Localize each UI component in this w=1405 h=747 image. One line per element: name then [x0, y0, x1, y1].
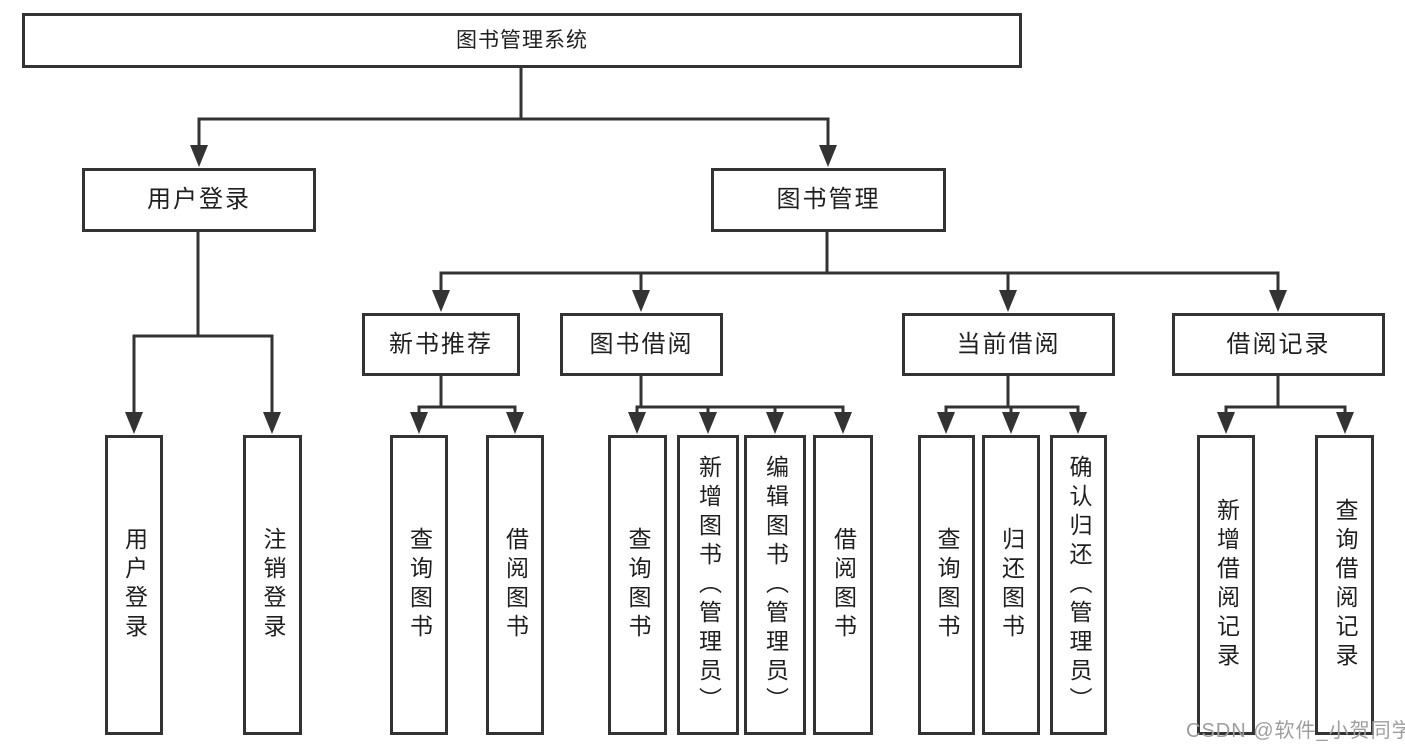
- node-label: 新书推荐: [389, 330, 493, 358]
- node-label: 注销登录: [260, 527, 286, 643]
- node-label: 确认归还（管理员）: [1066, 454, 1092, 716]
- node-label: 归还图书: [998, 527, 1025, 643]
- leaf-add-borrow-record: 新增借阅记录: [1197, 435, 1255, 735]
- leaf-borrow-books-borrowing: 借阅图书: [813, 435, 873, 735]
- arrowheads: [125, 145, 1354, 434]
- leaf-logout: 注销登录: [243, 435, 302, 735]
- node-label: 用户登录: [121, 527, 148, 643]
- node-user-login: 用户登录: [82, 168, 316, 232]
- node-label: 图书借阅: [589, 330, 694, 358]
- node-new-book-recommendation: 新书推荐: [362, 313, 520, 376]
- node-label: 图书管理系统: [456, 29, 588, 52]
- node-book-borrowing: 图书借阅: [560, 313, 723, 376]
- leaf-query-borrow-record: 查询借阅记录: [1315, 435, 1374, 735]
- node-label: 图书管理: [776, 186, 881, 213]
- node-label: 查询图书: [406, 527, 433, 643]
- node-library-management-system: 图书管理系统: [22, 13, 1022, 68]
- node-label: 新增图书（管理员）: [695, 454, 722, 716]
- node-label: 当前借阅: [956, 330, 1061, 358]
- node-current-borrowing: 当前借阅: [902, 313, 1115, 376]
- leaf-query-books-borrowing: 查询图书: [608, 435, 667, 735]
- node-borrowing-records: 借阅记录: [1172, 313, 1385, 376]
- leaf-add-book-admin: 新增图书（管理员）: [677, 435, 739, 735]
- node-book-management: 图书管理: [711, 168, 946, 232]
- leaf-user-login: 用户登录: [105, 435, 163, 735]
- leaf-confirm-return-admin: 确认归还（管理员）: [1050, 435, 1107, 735]
- leaf-query-books-recommend: 查询图书: [390, 435, 448, 735]
- node-label: 用户登录: [147, 186, 251, 213]
- leaf-borrow-books-recommend: 借阅图书: [486, 435, 544, 735]
- leaf-edit-book-admin: 编辑图书（管理员）: [744, 435, 806, 735]
- node-label: 查询图书: [934, 527, 960, 643]
- watermark: CSDN @软件_小贺同学: [1186, 720, 1405, 742]
- leaf-return-books: 归还图书: [982, 435, 1040, 735]
- node-label: 借阅图书: [830, 527, 857, 643]
- node-label: 查询借阅记录: [1332, 498, 1358, 672]
- node-label: 借阅图书: [502, 527, 529, 643]
- leaf-query-books-current: 查询图书: [918, 435, 975, 735]
- node-label: 新增借阅记录: [1213, 498, 1240, 672]
- node-label: 编辑图书（管理员）: [762, 454, 789, 716]
- node-label: 借阅记录: [1226, 330, 1331, 358]
- node-label: 查询图书: [625, 527, 651, 643]
